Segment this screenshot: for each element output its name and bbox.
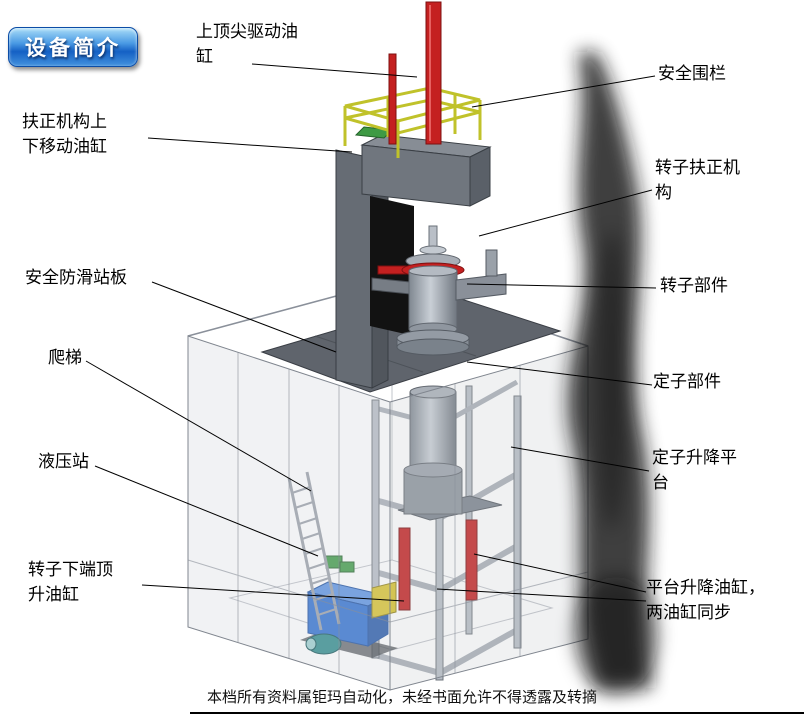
label-ladder: 爬梯 bbox=[48, 348, 82, 367]
shadow-smudge bbox=[568, 52, 658, 693]
label-rotor-bottom-jack: 转子下端顶 升油缸 bbox=[28, 560, 113, 604]
leader-lift-cyl-b bbox=[436, 588, 647, 602]
ladder bbox=[287, 471, 341, 631]
footer-note: 本档所有资料属钜玛自动化，未经书面允许不得透露及转摘 bbox=[206, 690, 597, 706]
label-stator-part: 定子部件 bbox=[653, 372, 721, 391]
bottom-rule bbox=[190, 712, 804, 714]
rotor-assembly bbox=[371, 225, 507, 356]
leader-anti-slip bbox=[151, 281, 337, 353]
leader-lines bbox=[85, 63, 657, 602]
top-drive-cylinder bbox=[388, 1, 442, 145]
head-box bbox=[354, 126, 492, 207]
label-rotor-centering: 转子扶正机 构 bbox=[655, 158, 740, 202]
leader-lift-cyl-a bbox=[473, 553, 647, 593]
label-rotor-part: 转子部件 bbox=[660, 276, 728, 295]
safety-enclosure bbox=[187, 335, 589, 691]
leader-hydraulic bbox=[94, 465, 319, 557]
label-platform-lift-cylinders: 平台升降油缸， 两油缸同步 bbox=[646, 578, 765, 622]
title-badge-label: 设备简介 bbox=[25, 36, 121, 60]
leader-bottom-jack bbox=[141, 584, 405, 602]
label-stator-lift-platform: 定子升降平 台 bbox=[652, 448, 737, 492]
leader-top-cylinder bbox=[251, 63, 418, 78]
leader-rotor-part bbox=[466, 283, 657, 289]
stator-part bbox=[403, 385, 463, 515]
leader-ladder bbox=[85, 360, 312, 492]
label-safety-fence: 安全围栏 bbox=[658, 64, 726, 83]
leader-safety-fence bbox=[471, 75, 656, 108]
leader-stator-part bbox=[466, 361, 653, 386]
label-anti-slip-plate: 安全防滑站板 bbox=[25, 268, 127, 287]
leader-stator-platform bbox=[510, 446, 650, 472]
label-hydraulic-station: 液压站 bbox=[38, 452, 89, 471]
title-badge: 设备简介 bbox=[8, 27, 138, 67]
label-centering-cylinder: 扶正机构上 下移动油缸 bbox=[22, 112, 107, 156]
platform-lift-cylinders bbox=[398, 519, 478, 611]
leader-rotor-centering bbox=[478, 189, 653, 237]
hydraulic-station bbox=[300, 555, 398, 658]
leader-centering-cylinder bbox=[147, 137, 353, 153]
label-top-cylinder: 上顶尖驱动油 缸 bbox=[196, 22, 298, 66]
